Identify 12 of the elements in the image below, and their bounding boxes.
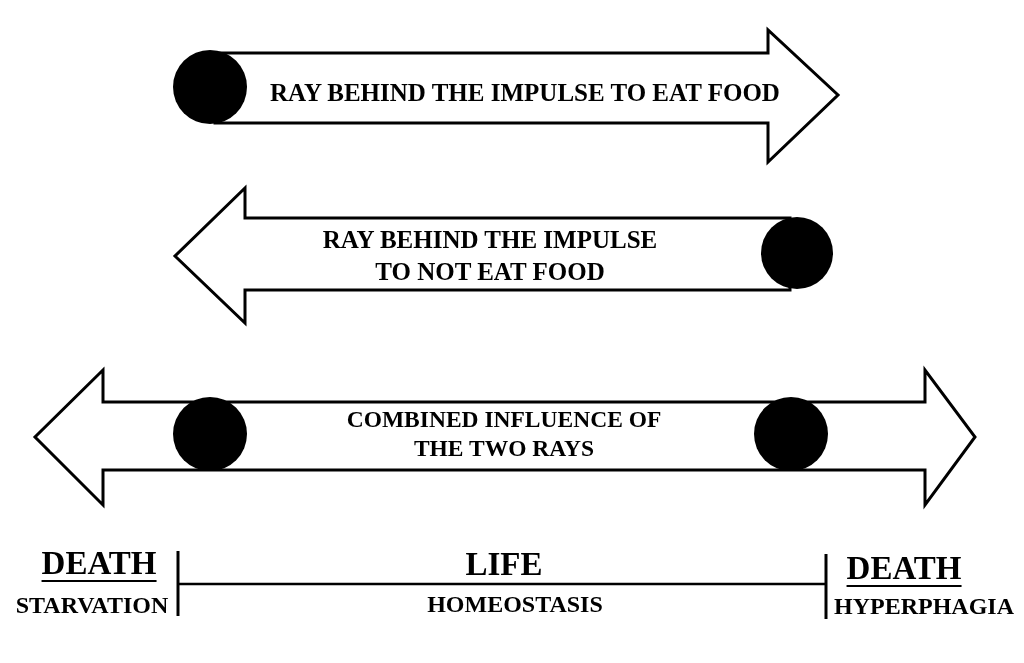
arrow-label: RAY BEHIND THE IMPULSE TO EAT FOOD (269, 78, 781, 108)
right-block-arrow (171, 28, 840, 164)
double-headed-block-arrow (33, 368, 977, 507)
zone-subtitle: HYPERPHAGIA (834, 594, 1014, 618)
zone-title: LIFE (465, 548, 543, 581)
arrow-label: RAY BEHIND THE IMPULSE TO NOT EAT FOOD (321, 225, 659, 287)
zone-title: DEATH (41, 547, 157, 582)
left-block-arrow (173, 186, 835, 325)
zone-title: DEATH (846, 552, 962, 587)
zone-subtitle: STARVATION (15, 593, 169, 617)
zone-subtitle: HOMEOSTASIS (427, 592, 603, 616)
arrow-label: COMBINED INFLUENCE OF THE TWO RAYS (345, 405, 663, 463)
